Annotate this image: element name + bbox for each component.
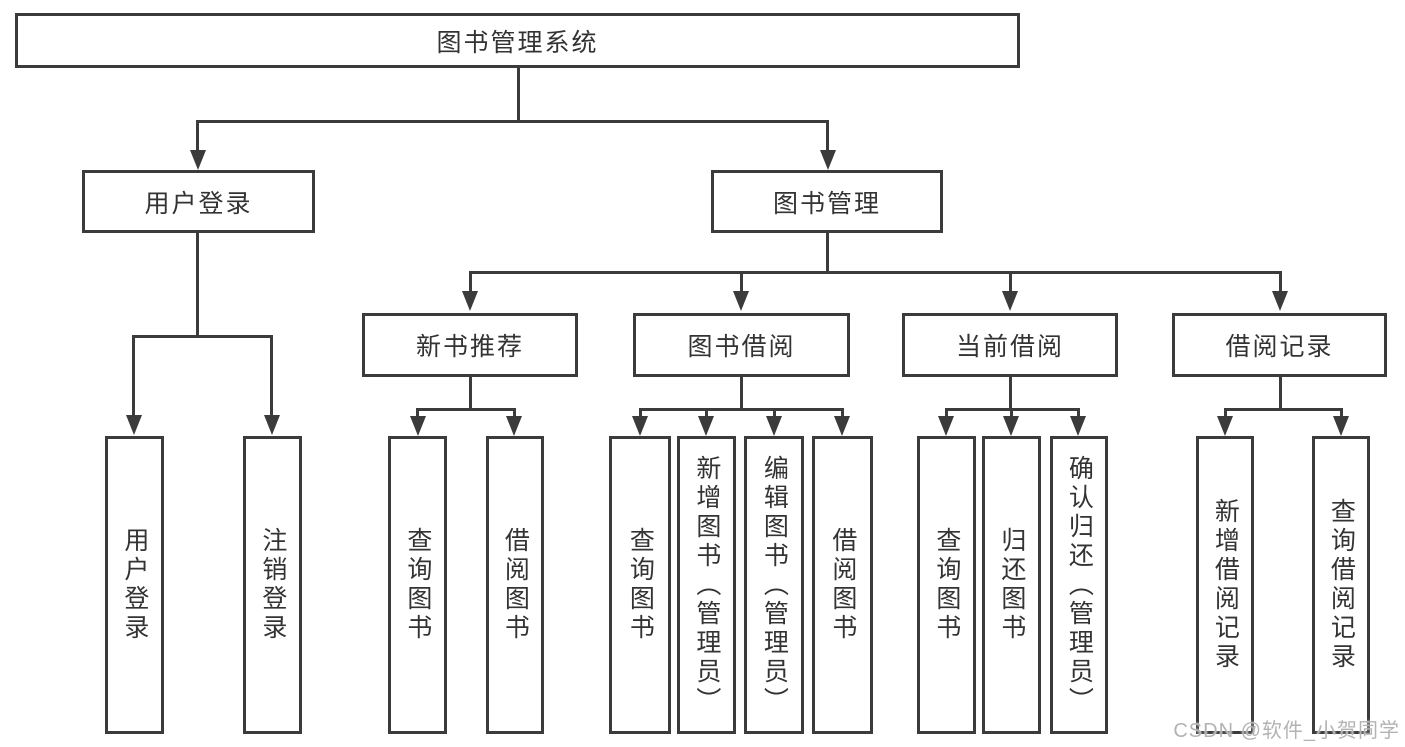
node-book-borrow: 图书借阅 (633, 313, 850, 377)
edge-vline (1279, 271, 1282, 293)
edge-vline (1224, 408, 1227, 418)
edge-vline (1077, 408, 1080, 418)
edge-vline (1279, 377, 1282, 408)
edge-vline (740, 377, 743, 408)
arrowhead-down-icon (410, 416, 426, 436)
edge-vline (1010, 408, 1013, 418)
edge-vline (270, 335, 273, 417)
leaf-borrow-add-admin: 新增图书（管理员） (677, 436, 736, 734)
leaf-newbooks-borrow: 借阅图书 (486, 436, 544, 734)
leaf-newbooks-query: 查询图书 (388, 436, 447, 734)
leaf-user-login-label: 用户登录 (120, 527, 149, 643)
arrowhead-down-icon (190, 150, 206, 170)
leaf-borrow-edit-admin-label: 编辑图书（管理员） (760, 454, 789, 716)
edge-vline (132, 335, 135, 417)
arrowhead-down-icon (698, 416, 714, 436)
leaf-borrow-book-label: 借阅图书 (828, 527, 857, 643)
node-root-label: 图书管理系统 (436, 28, 599, 57)
leaf-add-record-label: 新增借阅记录 (1211, 498, 1240, 672)
csdn-watermark: CSDN @软件_小贺同学 (1173, 720, 1400, 742)
edge-hline (469, 271, 1281, 274)
leaf-borrow-book: 借阅图书 (812, 436, 873, 734)
node-current-borrow: 当前借阅 (902, 313, 1118, 377)
node-new-books: 新书推荐 (362, 313, 578, 377)
arrowhead-down-icon (766, 416, 782, 436)
edge-vline (639, 408, 642, 418)
edge-vline (841, 408, 844, 418)
leaf-confirm-return-admin: 确认归还（管理员） (1050, 436, 1108, 734)
arrowhead-down-icon (126, 415, 142, 435)
node-user-login-label: 用户登录 (144, 189, 253, 218)
arrowhead-down-icon (632, 416, 648, 436)
leaf-borrow-add-admin-label: 新增图书（管理员） (692, 454, 721, 716)
arrowhead-down-icon (1217, 416, 1233, 436)
edge-hline (1224, 408, 1341, 411)
leaf-return-book-label: 归还图书 (997, 527, 1026, 643)
leaf-borrow-query: 查询图书 (609, 436, 671, 734)
node-new-books-label: 新书推荐 (415, 333, 524, 361)
edge-vline (469, 271, 472, 293)
edge-hline (197, 120, 829, 123)
edge-vline (469, 377, 472, 408)
edge-vline (416, 408, 419, 418)
node-borrow-records: 借阅记录 (1172, 313, 1387, 377)
edge-vline (517, 68, 520, 120)
arrowhead-down-icon (733, 291, 749, 311)
edge-vline (826, 233, 829, 271)
edge-vline (705, 408, 708, 418)
edge-vline (513, 408, 516, 418)
leaf-confirm-return-admin-label: 确认归还（管理员） (1065, 454, 1094, 716)
arrowhead-down-icon (1003, 416, 1019, 436)
leaf-newbooks-borrow-label: 借阅图书 (501, 527, 530, 643)
arrowhead-down-icon (938, 416, 954, 436)
arrowhead-down-icon (1333, 416, 1349, 436)
node-book-mgmt: 图书管理 (711, 170, 943, 233)
arrowhead-down-icon (1070, 416, 1086, 436)
arrowhead-down-icon (462, 291, 478, 311)
leaf-logout: 注销登录 (243, 436, 302, 734)
arrowhead-down-icon (834, 416, 850, 436)
leaf-current-query-label: 查询图书 (932, 527, 961, 643)
node-borrow-records-label: 借阅记录 (1225, 333, 1334, 361)
leaf-newbooks-query-label: 查询图书 (403, 527, 432, 643)
leaf-borrow-query-label: 查询图书 (626, 527, 655, 643)
edge-vline (826, 120, 829, 152)
leaf-return-book: 归还图书 (982, 436, 1041, 734)
edge-hline (639, 408, 842, 411)
edge-hline (417, 408, 514, 411)
edge-vline (1009, 377, 1012, 408)
node-book-borrow-label: 图书借阅 (687, 333, 796, 361)
arrowhead-down-icon (1272, 291, 1288, 311)
edge-hline (133, 335, 272, 338)
node-current-borrow-label: 当前借阅 (955, 333, 1064, 361)
edge-vline (196, 233, 199, 335)
edge-vline (773, 408, 776, 418)
edge-vline (945, 408, 948, 418)
leaf-current-query: 查询图书 (917, 436, 976, 734)
node-user-login: 用户登录 (82, 170, 315, 233)
leaf-query-record-label: 查询借阅记录 (1327, 498, 1356, 672)
edge-vline (1340, 408, 1343, 418)
arrowhead-down-icon (506, 416, 522, 436)
node-book-mgmt-label: 图书管理 (772, 189, 881, 218)
leaf-borrow-edit-admin: 编辑图书（管理员） (744, 436, 804, 734)
leaf-add-record: 新增借阅记录 (1196, 436, 1254, 734)
edge-vline (1009, 271, 1012, 293)
edge-vline (740, 271, 743, 293)
arrowhead-down-icon (820, 150, 836, 170)
arrowhead-down-icon (1002, 291, 1018, 311)
leaf-query-record: 查询借阅记录 (1312, 436, 1370, 734)
leaf-user-login: 用户登录 (105, 436, 164, 734)
node-root: 图书管理系统 (15, 13, 1020, 68)
arrowhead-down-icon (264, 415, 280, 435)
edge-vline (196, 120, 199, 152)
leaf-logout-label: 注销登录 (258, 527, 287, 643)
